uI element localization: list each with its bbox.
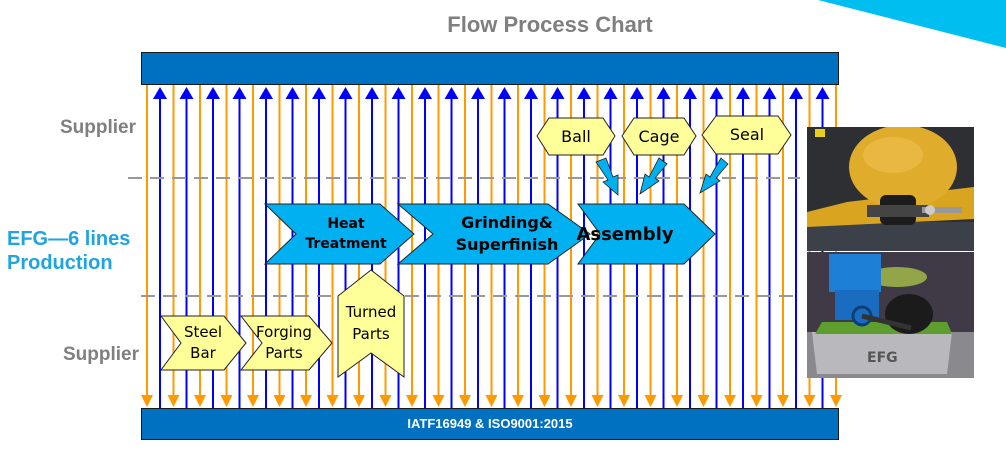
process-heat-treatment: Heat Treatment: [290, 208, 402, 260]
process-assembly: Assembly: [572, 214, 678, 254]
down-arrow-icon: [326, 395, 339, 407]
process-chevron-assembly: [577, 203, 716, 265]
process-grinding-superfinish: Grinding& Superfinish: [432, 208, 582, 260]
process-grinding-line1: Grinding&: [461, 213, 553, 232]
down-arrow-icon: [671, 395, 683, 407]
input-chevron-steel-bar: [160, 315, 247, 371]
input-ball-label: Ball: [561, 126, 591, 146]
up-arrow-icon: [524, 87, 538, 99]
bottom-bar-certification: IATF16949 & ISO9001:2015: [141, 408, 839, 440]
input-chevron-forging-parts: [239, 315, 333, 371]
process-chevron-grinding: [396, 203, 591, 265]
input-steel-bar-line1: Steel: [183, 323, 223, 341]
up-arrow-icon: [338, 87, 353, 99]
up-arrow-icon: [550, 87, 565, 99]
input-arrow-seal: [699, 157, 729, 194]
down-arrow-icon: [538, 395, 551, 407]
down-arrow-icon: [697, 395, 710, 407]
down-arrow-icon: [485, 395, 498, 407]
input-forging-parts: Forging Parts: [246, 318, 322, 368]
process-heat-treatment-line1: Heat: [327, 216, 365, 232]
up-arrow-icon: [497, 87, 512, 99]
down-arrow-icon: [803, 395, 816, 407]
down-arrow-icon: [459, 395, 471, 407]
up-arrow-icon: [365, 87, 379, 99]
down-arrow-icon: [300, 395, 312, 407]
process-grinding-line2: Superfinish: [455, 235, 559, 254]
input-turned-parts: Turned Parts: [338, 298, 404, 348]
input-hexagon-seal: [701, 115, 792, 155]
down-arrow-icon: [141, 395, 153, 407]
blue-planter-unit-photo: EFG: [807, 252, 974, 378]
down-arrow-icon: [167, 395, 180, 407]
up-arrow-icon: [789, 87, 803, 99]
up-arrow-icon: [656, 87, 671, 99]
input-forging-parts-line1: Forging: [256, 323, 312, 341]
up-arrow-icon: [444, 87, 459, 99]
input-seal-label: Seal: [729, 124, 765, 144]
yellow-machine-bearing-photo: [807, 127, 974, 251]
input-steel-bar-line2: Bar: [190, 344, 216, 362]
input-cage-label: Cage: [638, 126, 680, 146]
down-arrow-icon: [830, 395, 842, 407]
up-arrow-icon: [471, 87, 485, 99]
down-arrow-icon: [512, 395, 524, 407]
up-arrow-icon: [232, 87, 247, 99]
lane-label-bottom-supplier: Supplier: [63, 344, 140, 365]
down-arrow-icon: [353, 395, 365, 407]
up-arrow-icon: [391, 87, 406, 99]
lane-label-production-line2: Production: [7, 252, 113, 274]
down-arrow-icon: [750, 395, 763, 407]
process-chevron-heat-treatment: [263, 203, 415, 265]
input-forging-parts-line2: Parts: [265, 344, 303, 362]
up-arrow-icon: [630, 87, 644, 99]
down-arrow-icon: [220, 395, 233, 407]
down-arrow-icon: [273, 395, 286, 407]
up-arrow-icon: [736, 87, 750, 99]
lane-label-top-supplier: Supplier: [60, 117, 137, 138]
process-assembly-label: Assembly: [576, 223, 674, 245]
input-hexagon-cage: [621, 117, 697, 156]
up-arrow-icon: [577, 87, 591, 99]
page-title: Flow Process Chart: [447, 12, 653, 37]
input-hexagon-ball: [536, 117, 616, 156]
down-arrow-icon: [618, 395, 630, 407]
top-bar: [141, 52, 839, 85]
input-turned-parts-line1: Turned: [345, 303, 397, 321]
up-arrow-icon: [762, 87, 777, 99]
down-arrow-icon: [194, 395, 206, 407]
down-arrow-icon: [432, 395, 445, 407]
down-arrow-icon: [379, 395, 392, 407]
up-arrow-icon: [259, 87, 273, 99]
lane-label-production-line1: EFG—6 lines: [7, 228, 131, 250]
down-arrow-icon: [247, 395, 259, 407]
input-arrow-ball: [595, 157, 619, 196]
lane-label-production: EFG—6 lines Production: [7, 227, 130, 275]
down-arrow-icon: [406, 395, 418, 407]
up-arrow-icon: [312, 87, 326, 99]
input-steel-bar: Steel Bar: [172, 318, 234, 368]
up-arrow-icon: [418, 87, 432, 99]
up-arrow-icon: [206, 87, 220, 99]
input-turned-parts-line2: Parts: [352, 325, 390, 343]
down-arrow-icon: [724, 395, 736, 407]
down-arrow-icon: [565, 395, 577, 407]
up-arrow-icon: [815, 87, 830, 99]
up-arrow-icon: [603, 87, 618, 99]
down-arrow-icon: [591, 395, 604, 407]
process-heat-treatment-line2: Treatment: [305, 236, 387, 252]
down-arrow-icon: [777, 395, 789, 407]
input-arrow-turned-parts: [337, 269, 405, 378]
up-arrow-icon: [285, 87, 300, 99]
up-arrow-icon: [709, 87, 724, 99]
photo-logo-efg: EFG: [867, 350, 898, 366]
down-arrow-icon: [644, 395, 657, 407]
up-arrow-icon: [179, 87, 194, 99]
input-arrow-cage: [639, 157, 668, 195]
up-arrow-icon: [153, 87, 167, 99]
up-arrow-icon: [683, 87, 697, 99]
